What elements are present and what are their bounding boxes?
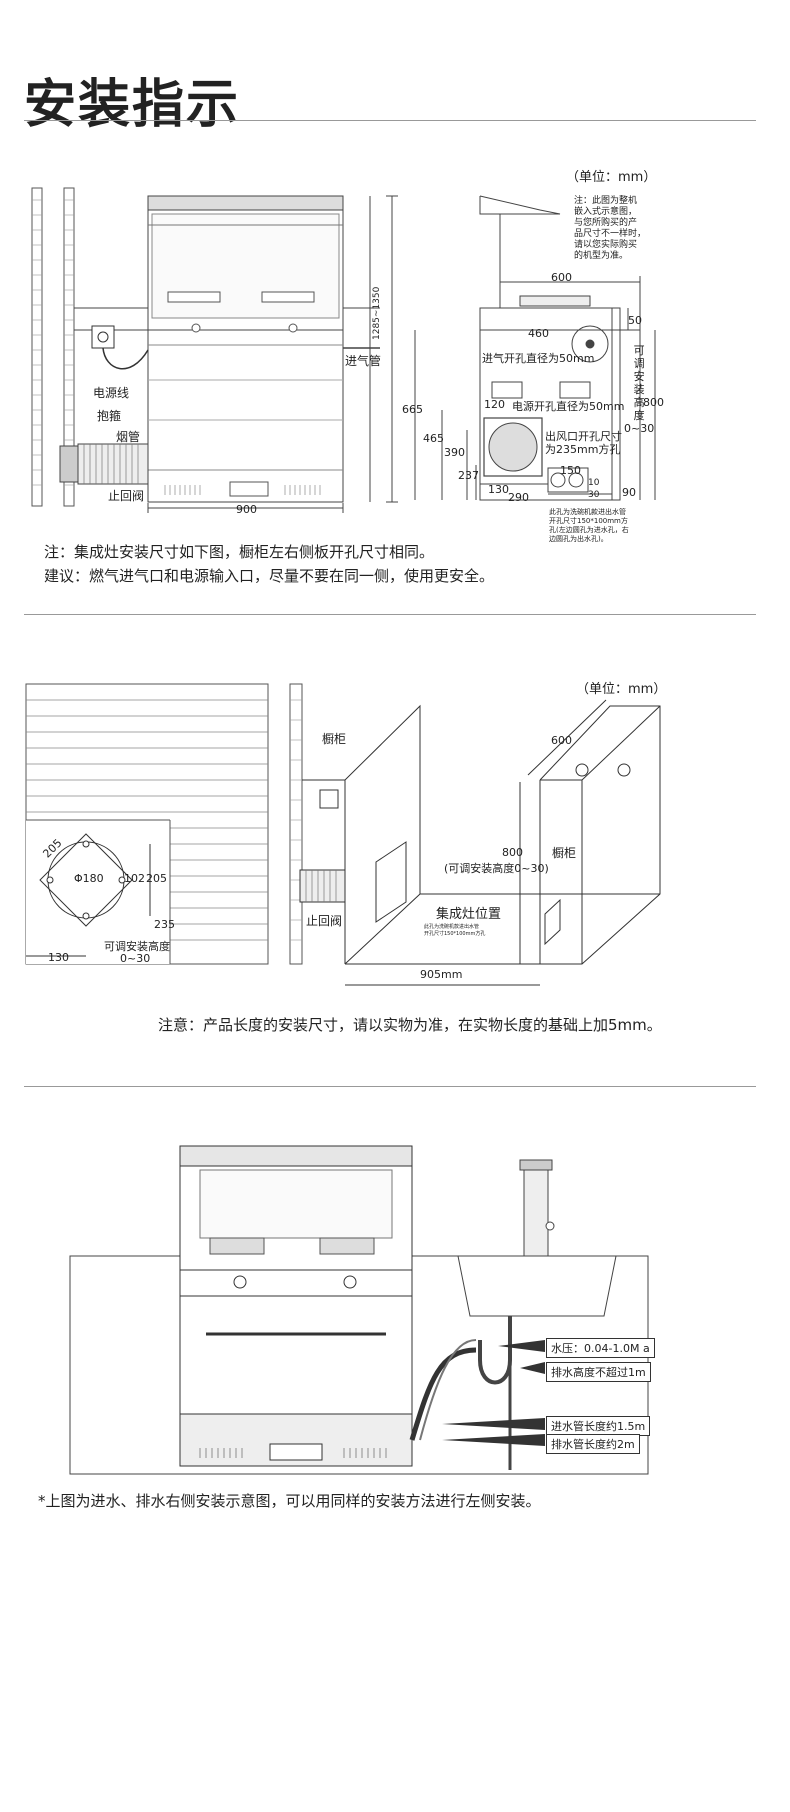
- dim-phi-180: Φ180: [74, 872, 104, 885]
- dim-390: 390: [444, 446, 465, 459]
- dim-237: 237: [458, 469, 479, 482]
- dim-235: 235: [154, 918, 175, 931]
- dim-50: 50: [628, 314, 642, 327]
- unit-label-1: （单位：mm）: [566, 170, 657, 185]
- unit-label-2: （单位：mm）: [576, 682, 667, 697]
- page-title: 安装指示: [24, 75, 241, 135]
- hoop-label: 抱箍: [97, 409, 122, 423]
- divider-2: [24, 1086, 756, 1087]
- dim-465: 465: [423, 432, 444, 445]
- gas-pipe-label: 进气管: [345, 354, 382, 368]
- check-valve-label-2: 止回阀: [306, 914, 343, 928]
- dim-600-b: 600: [551, 734, 572, 747]
- dim-130: 130: [48, 951, 69, 964]
- dim-205-b: 205: [146, 872, 167, 885]
- check-valve-label: 止回阀: [108, 489, 145, 503]
- dim-800-b: 800: [502, 846, 523, 859]
- adjust-height-label-2: 可调安装高度: [104, 940, 170, 953]
- adjust-height-label: 可 调 安 装 高 度 0~30: [624, 344, 655, 435]
- section1-note-1: 注：集成灶安装尺寸如下图，橱柜左右侧板开孔尺寸相同。: [44, 543, 435, 561]
- drain-height-label: 排水高度不超过1m: [546, 1362, 651, 1382]
- divider-top: [24, 120, 756, 121]
- dim-150: 150: [560, 464, 581, 477]
- adjust-height-range-2: 0~30: [120, 952, 151, 965]
- hole-note: 此孔为洗碗机款进出水管开孔尺寸150*100mm方孔(左边圆孔为进水孔，右边圆孔…: [549, 508, 629, 543]
- cabinet-left-label: 橱柜: [322, 732, 347, 746]
- dim-90: 90: [622, 486, 636, 499]
- divider-1: [24, 614, 756, 615]
- inlet-hose-length-label: 进水管长度约1.5m: [546, 1416, 651, 1436]
- water-pressure-label: 水压：0.04-1.0M a: [546, 1338, 655, 1358]
- dim-800: 800: [643, 396, 664, 409]
- outlet-hole-label: 出风口开孔尺寸 为235mm方孔: [545, 430, 622, 456]
- dim-10: 10: [588, 478, 600, 488]
- dim-600: 600: [551, 271, 572, 284]
- dim-290: 290: [508, 491, 529, 504]
- power-cord-label: 电源线: [93, 386, 130, 400]
- dim-120: 120: [484, 398, 505, 411]
- stove-position-label: 集成灶位置: [436, 907, 502, 922]
- section1-note-2: 建议：燃气进气口和电源输入口，尽量不要在同一侧，使用更安全。: [44, 567, 495, 585]
- dim-30: 30: [588, 490, 600, 500]
- gas-hole-label: 进气开孔直径为50mm: [482, 352, 595, 365]
- dim-102: 102: [124, 872, 145, 885]
- adjust-height-label-3: (可调安装高度0~30): [444, 862, 549, 875]
- chimney-label: 烟管: [116, 430, 141, 444]
- power-hole-label: 电源开孔直径为50mm: [512, 400, 625, 413]
- section2-note: 注意：产品长度的安装尺寸，请以实物为准，在实物长度的基础上加5mm。: [158, 1016, 662, 1034]
- width-900-label: 900: [236, 503, 257, 516]
- hole-note-2: 此孔为洗碗机款进出水管 开孔尺寸150*100mm方孔: [424, 924, 486, 937]
- drain-hose-length-label: 排水管长度约2m: [546, 1434, 640, 1454]
- dim-460: 460: [528, 327, 549, 340]
- width-905-label: 905mm: [420, 968, 463, 981]
- side-note: 注：此图为整机嵌入式示意图，与您所购买的产品尺寸不一样时，请以您实际购买的机型为…: [574, 196, 647, 261]
- dim-665: 665: [402, 403, 423, 416]
- cabinet-right-label: 橱柜: [552, 846, 577, 860]
- dim-130: 130: [488, 483, 509, 496]
- section3-note: *上图为进水、排水右侧安装示意图，可以用同样的安装方法进行左侧安装。: [38, 1492, 541, 1510]
